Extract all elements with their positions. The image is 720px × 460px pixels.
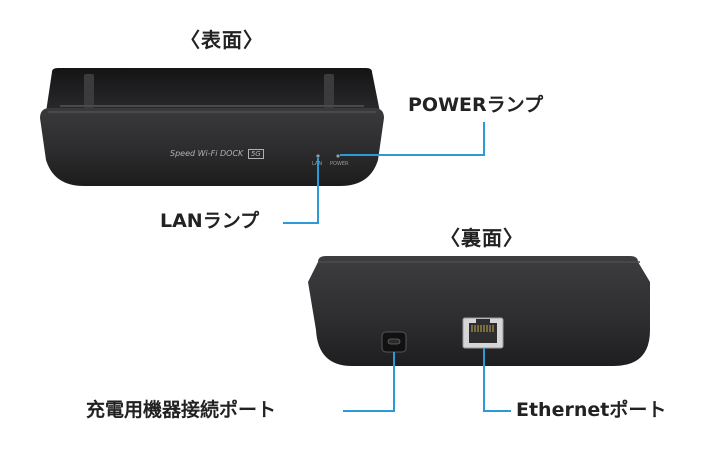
power-led-icon <box>336 154 340 158</box>
brand-name: Speed Wi-Fi DOCK <box>170 149 244 158</box>
lan-lamp-leader-v <box>317 158 319 224</box>
back-heading: 〈裏面〉 <box>440 226 524 250</box>
lan-lamp-label: LANランプ <box>160 210 260 232</box>
lan-led-icon <box>316 154 320 158</box>
power-lamp-leader-v <box>483 122 485 156</box>
front-dock <box>40 68 384 186</box>
left-guide-post <box>84 74 94 108</box>
charging-port-leader-h <box>343 410 395 412</box>
ethernet-port-leader-h <box>483 410 511 412</box>
front-heading: 〈表面〉 <box>180 28 264 52</box>
charging-port-label: 充電用機器接続ポート <box>86 399 277 421</box>
lan-lamp-leader-h <box>283 222 319 224</box>
front-brand-text: Speed Wi-Fi DOCK 5G <box>170 149 264 159</box>
right-guide-post <box>324 74 334 108</box>
power-lamp-leader-h <box>340 154 485 156</box>
charging-port-leader-v <box>393 352 395 412</box>
power-lamp-label: POWERランプ <box>408 94 544 116</box>
power-small-label: POWER <box>330 161 349 167</box>
brand-badge: 5G <box>247 149 264 159</box>
ethernet-port-label: Ethernetポート <box>516 399 667 421</box>
back-dock <box>308 256 650 366</box>
ethernet-port-leader-v <box>483 348 485 412</box>
